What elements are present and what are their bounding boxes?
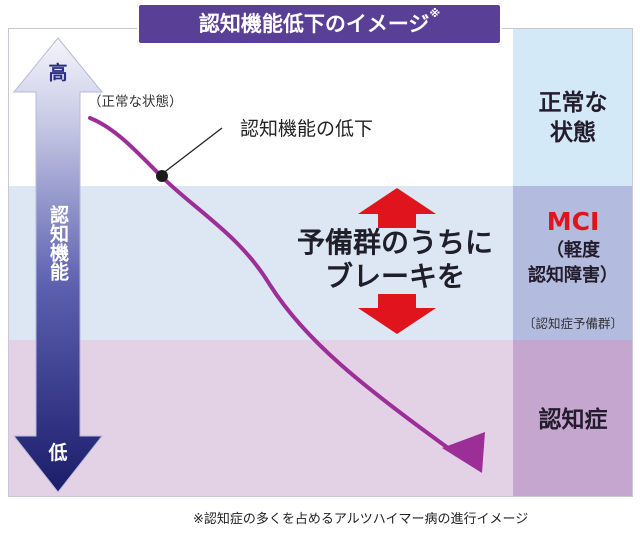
cognitive-axis-arrow — [12, 37, 104, 493]
footnote: ※認知症の多くを占めるアルツハイマー病の進行イメージ — [193, 512, 529, 527]
zone-side-mci — [513, 186, 633, 340]
title-text: 認知機能低下のイメージ — [198, 12, 430, 36]
zone-mci-name: MCI — [546, 207, 600, 236]
decline-curve-arrowhead — [442, 432, 485, 473]
brake-message-line2: ブレーキを — [324, 260, 465, 293]
zone-label-normal: 正常な 状態 — [513, 88, 633, 148]
axis-high-label: 高 — [48, 62, 68, 84]
zone-normal-line2: 状態 — [550, 120, 596, 146]
title-note-mark: ※ — [429, 7, 441, 20]
zone-side-normal — [513, 28, 633, 186]
zone-side-dementia — [513, 340, 633, 497]
curve-decline-label: 認知機能の低下 — [240, 118, 374, 140]
brake-message-line1: 予備群のうちに — [296, 226, 493, 259]
zone-label-mci: MCI （軽度 認知障害） — [513, 206, 633, 288]
curve-start-label: （正常な状態） — [88, 94, 183, 110]
zone-mci-sub-label: 〔認知症予備群〕 — [522, 316, 623, 331]
diagram-title: 認知機能低下のイメージ※ — [137, 3, 502, 45]
decline-leader-line — [161, 127, 223, 175]
zone-band-normal — [8, 28, 513, 186]
zone-label-dementia: 認知症 — [538, 407, 608, 433]
brake-arrow-down — [358, 294, 436, 334]
axis-low-label: 低 — [48, 442, 68, 464]
brake-message: 予備群のうちに ブレーキを — [280, 226, 510, 294]
zone-mci-detail-line1: （軽度 — [546, 240, 600, 261]
axis-label: 認知機能 — [47, 205, 69, 281]
decline-curve — [88, 116, 464, 460]
zone-normal-line1: 正常な — [538, 90, 608, 116]
zone-mci-detail-line2: 認知障害） — [528, 265, 618, 286]
brake-arrow-up — [358, 188, 436, 228]
zone-band-dementia — [8, 340, 513, 497]
decline-point-dot — [156, 170, 168, 182]
